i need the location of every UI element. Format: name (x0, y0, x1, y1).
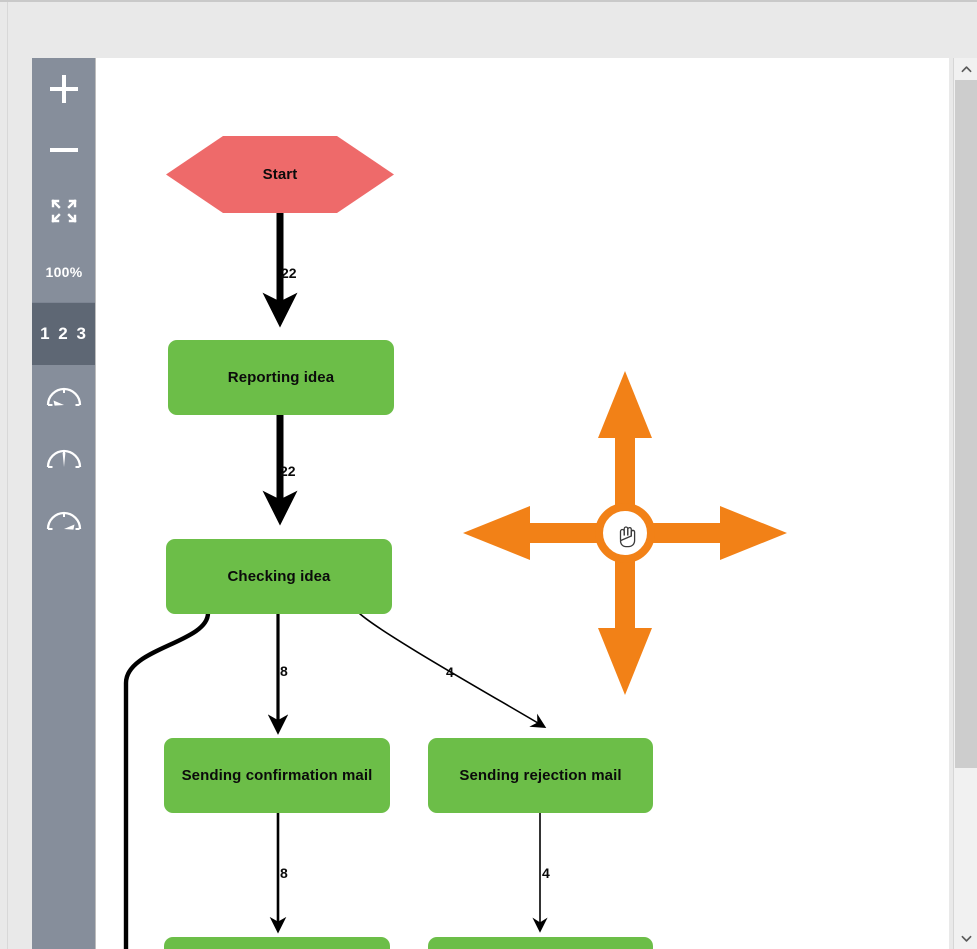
zoom-out-button[interactable] (32, 119, 96, 180)
scroll-down-button[interactable] (954, 927, 977, 949)
edge-label-checking-confirmation: 8 (280, 663, 288, 679)
chevron-up-icon (961, 65, 971, 72)
numbers-toggle-button[interactable]: 1 2 3 (32, 303, 96, 365)
toolbar-divider (32, 302, 96, 303)
diagram-canvas[interactable]: Start Reporting idea Checking idea Sendi… (96, 58, 949, 949)
zoom-level-label: 100% (45, 263, 83, 280)
chevron-down-icon (961, 935, 971, 942)
edge-label-confirmation-next: 8 (280, 865, 288, 881)
gauge-medium-icon (46, 449, 82, 468)
numbers-toggle-label: 1 2 3 (40, 324, 88, 343)
canvas-left-border (95, 58, 96, 949)
node-label: Start (262, 166, 298, 183)
scrollbar-thumb[interactable] (955, 80, 977, 768)
zoom-level-button[interactable]: 100% (32, 241, 96, 302)
diagram-toolbar: 100% 1 2 3 (32, 58, 96, 949)
node-label: Sending rejection mail (459, 767, 622, 784)
top-rule (0, 0, 977, 2)
diagram-edges (123, 212, 548, 949)
edge-label-rejection-next: 4 (542, 865, 550, 881)
edge-label-start-reporting: 22 (281, 265, 297, 281)
vertical-scrollbar[interactable] (953, 58, 977, 949)
node-label: Checking idea (227, 568, 331, 585)
gauge-low-button[interactable] (32, 365, 96, 427)
gauge-medium-button[interactable] (32, 427, 96, 489)
node-reporting-idea[interactable]: Reporting idea (168, 340, 394, 415)
minus-icon (50, 147, 78, 152)
fit-to-screen-button[interactable] (32, 180, 96, 241)
node-next-left[interactable] (164, 937, 390, 949)
node-label: Reporting idea (227, 369, 335, 386)
node-next-right[interactable] (428, 937, 653, 949)
gauge-high-button[interactable] (32, 489, 96, 551)
left-rule (7, 2, 8, 949)
node-checking-idea[interactable]: Checking idea (166, 539, 392, 614)
node-sending-confirmation-mail[interactable]: Sending confirmation mail (164, 738, 390, 813)
zoom-in-button[interactable] (32, 58, 96, 119)
node-sending-rejection-mail[interactable]: Sending rejection mail (428, 738, 653, 813)
plus-icon (50, 74, 78, 103)
gauge-low-icon (46, 387, 82, 406)
node-label: Sending confirmation mail (181, 767, 373, 784)
scroll-up-button[interactable] (954, 58, 977, 80)
edge-label-checking-rejection: 4 (446, 664, 454, 680)
gauge-high-icon (46, 511, 82, 530)
edge-label-reporting-checking: 22 (280, 463, 296, 479)
expand-icon (51, 198, 77, 223)
